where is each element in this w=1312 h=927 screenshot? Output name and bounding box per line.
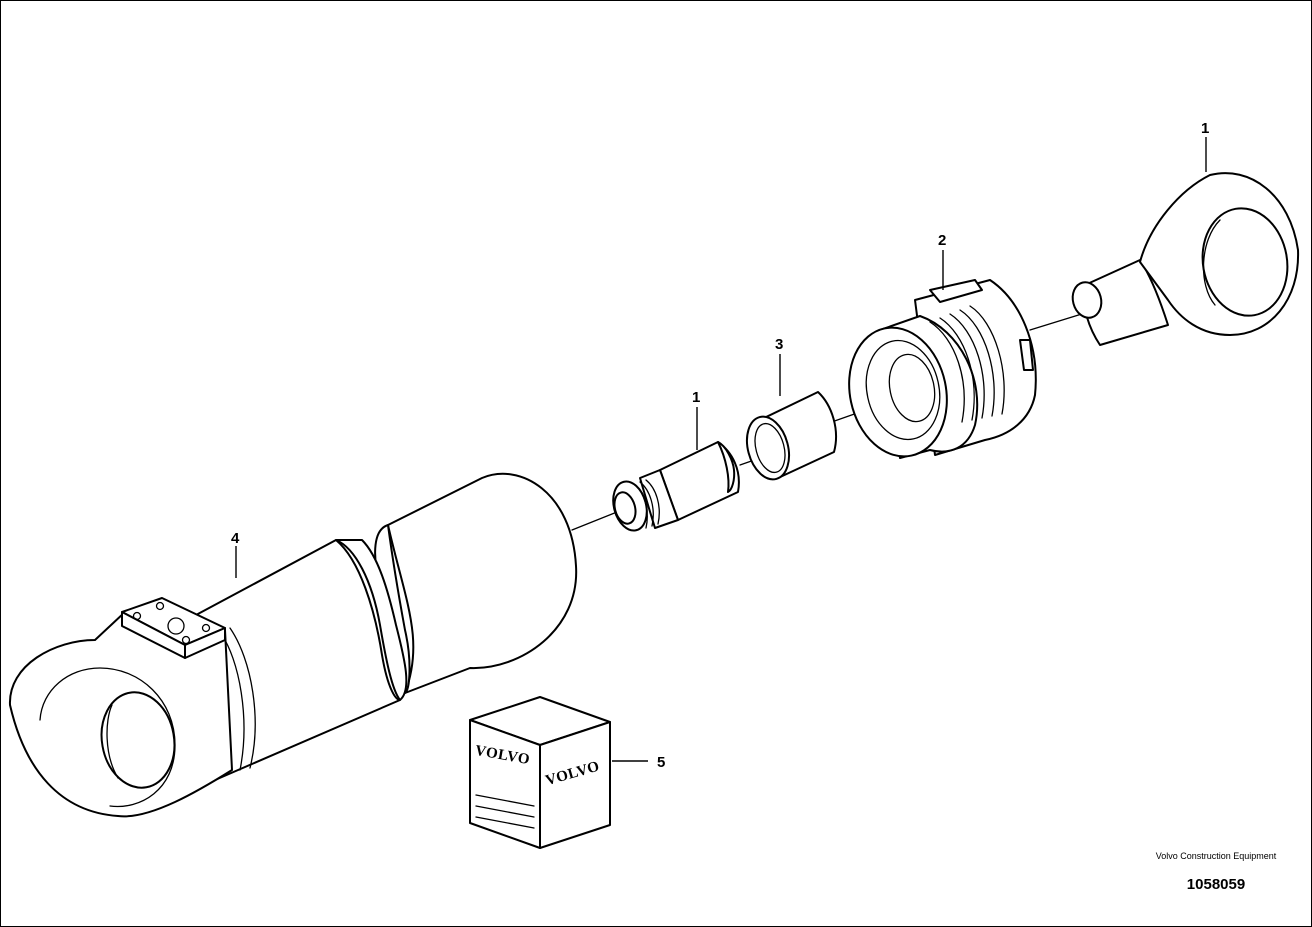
- seal-kit-box: VOLVO VOLVO: [469, 696, 611, 849]
- callout-cylinder-tube: 4: [231, 530, 240, 547]
- leader-lines: [235, 137, 1207, 762]
- bushing: [745, 391, 838, 481]
- cylinder-tube: [8, 539, 408, 818]
- drawing-number: 1058059: [1186, 876, 1246, 893]
- cylinder-head: [848, 279, 1037, 459]
- cylinder-tube-front-section: [374, 472, 578, 694]
- piston-rod: [612, 441, 740, 532]
- callout-bushing: 3: [775, 336, 783, 353]
- callout-cylinder-head: 2: [938, 232, 946, 249]
- piston-rod-eye: [1071, 172, 1300, 346]
- company-caption: Volvo Construction Equipment: [1155, 851, 1277, 861]
- callout-piston-rod: 1: [692, 389, 700, 406]
- callout-seal-kit: 5: [657, 754, 665, 771]
- callout-piston-rod-end: 1: [1201, 120, 1209, 137]
